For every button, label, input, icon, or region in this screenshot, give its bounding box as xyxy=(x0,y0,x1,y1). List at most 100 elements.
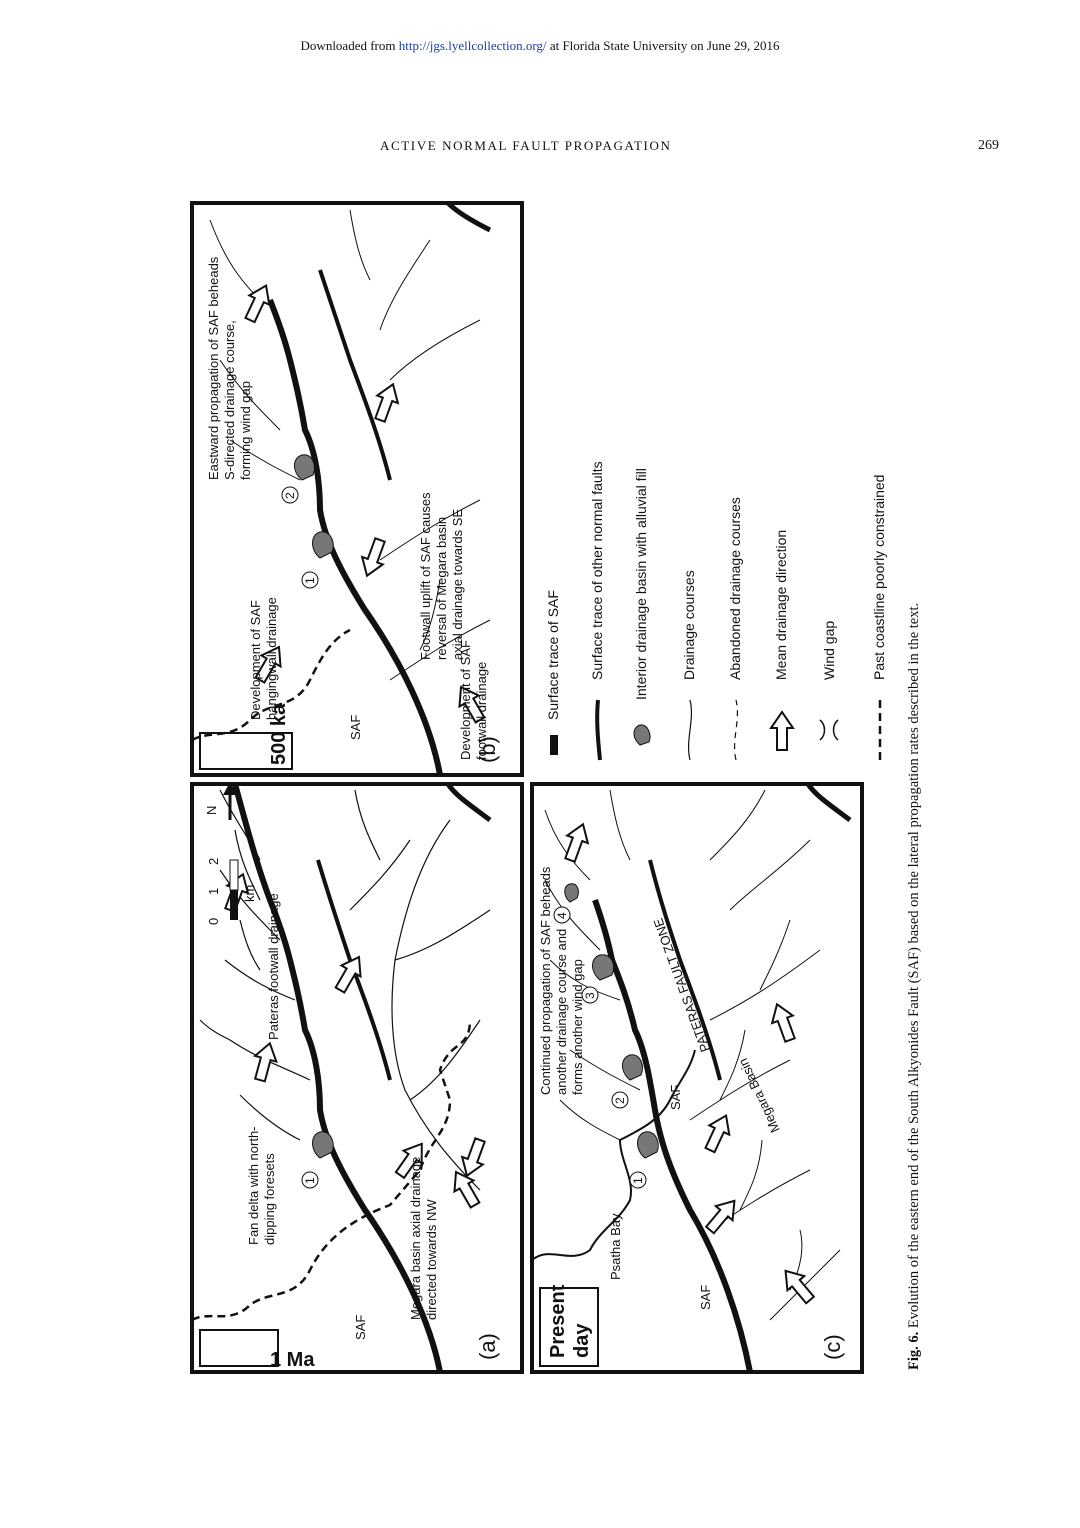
panel-a-east-fault xyxy=(445,782,492,823)
panel-b-uplift-2: reversal of Megara basin xyxy=(434,517,449,660)
panel-c-age-2: day xyxy=(571,1323,593,1358)
scale-tick-1: 1 xyxy=(206,888,221,895)
panel-b: 500 ka (b) 1 2 Development of SAF hangin… xyxy=(190,201,524,777)
panel-a-fan-delta-1: Fan delta with north- xyxy=(246,1126,261,1245)
panel-c-drainage xyxy=(544,789,841,1321)
panel-c-marker-4-label: 4 xyxy=(555,912,569,919)
panel-b-marker-2 xyxy=(281,486,299,504)
panel-c-continued-1: Continued propagation of SAF beheads xyxy=(538,866,553,1095)
panel-b-uplift-3: axial drainage towards SE xyxy=(450,509,465,660)
panel-c-marker-3 xyxy=(581,986,599,1004)
legend-item-6: Mean drainage direction xyxy=(773,530,789,680)
panel-c-psatha: Psatha Bay xyxy=(608,1213,623,1280)
caption-body: Evolution of the eastern end of the Sout… xyxy=(906,603,922,1332)
panel-c-marker-2 xyxy=(611,1091,629,1109)
panel-c-coastline xyxy=(531,1049,696,1261)
panel-c: Present day (c) 1 2 xyxy=(530,782,864,1374)
panel-c-saf-label-2: SAF xyxy=(668,1085,683,1110)
legend-swatch-saf xyxy=(550,735,558,755)
panel-c-letter: (c) xyxy=(820,1334,845,1360)
north-label: N xyxy=(204,806,219,815)
panel-b-arrow-4 xyxy=(368,379,405,425)
panel-b-age: 500 ka xyxy=(268,703,290,765)
panel-c-saf-label-1: SAF xyxy=(698,1285,713,1310)
panel-a-age: 1 Ma xyxy=(270,1349,315,1371)
download-link[interactable]: http://jgs.lyellcollection.org/ xyxy=(398,38,547,53)
panel-a-pateras-fault xyxy=(316,859,392,1081)
panel-b-arrow-3 xyxy=(355,535,392,581)
legend: Surface trace of SAF Surface trace of ot… xyxy=(545,461,887,761)
panel-a-arrow-6 xyxy=(455,1135,492,1181)
panel-c-marker-2-label: 2 xyxy=(613,1097,627,1104)
panel-b-uplift-1: Footwall uplift of SAF causes xyxy=(418,492,433,660)
panel-c-pateras-fault xyxy=(648,859,722,1081)
panel-a-fan-delta-2: dipping foresets xyxy=(262,1153,277,1245)
panel-a-basin-1-label: 1 xyxy=(303,1177,317,1184)
legend-item-1: Surface trace of SAF xyxy=(545,590,561,720)
legend-item-5: Abandoned drainage courses xyxy=(727,497,743,680)
running-head: ACTIVE NORMAL FAULT PROPAGATION xyxy=(380,138,672,153)
panel-a-arrow-3 xyxy=(248,1039,282,1084)
panel-b-eastward-2: S-directed drainage course, xyxy=(222,320,237,480)
figure-svg: 1 Ma (a) 1 xyxy=(190,201,922,1374)
panel-b-letter: (b) xyxy=(475,736,500,763)
panel-c-basin-2 xyxy=(622,1054,643,1081)
panel-a-frame xyxy=(190,782,524,1374)
panel-b-age-box xyxy=(199,732,293,770)
panel-b-footwall-dev-1: Development of SAF xyxy=(458,640,473,760)
panel-b-east-fault xyxy=(446,201,492,233)
caption-label: Fig. 6. xyxy=(906,1332,922,1370)
panel-c-age-box xyxy=(539,1287,599,1367)
panel-c-arrow-4 xyxy=(765,999,802,1045)
legend-swatch-wind-gap xyxy=(819,719,839,741)
panel-b-basin-1 xyxy=(312,531,334,559)
legend-item-7: Wind gap xyxy=(821,621,837,680)
panel-b-saf-label: SAF xyxy=(348,715,363,740)
panel-b-marker-2-label: 2 xyxy=(283,492,297,499)
panel-c-basin-1 xyxy=(637,1131,659,1159)
panel-b-saf-trace xyxy=(267,298,443,776)
panel-b-eastward-3: forming wind gap xyxy=(238,381,253,480)
legend-item-8: Past coastline poorly constrained xyxy=(871,475,887,680)
panel-b-hangingwall-2: hangingwall drainage xyxy=(264,597,279,720)
legend-item-4: Drainage courses xyxy=(681,570,697,680)
panel-c-east-fault xyxy=(805,782,852,823)
scale-tick-2: 2 xyxy=(206,858,221,865)
panel-a-megara-2: directed towards NW xyxy=(424,1199,439,1320)
panel-b-pateras-fault xyxy=(318,269,392,481)
panel-a-age-box xyxy=(199,1329,279,1367)
legend-swatch-other xyxy=(595,699,602,761)
panel-c-marker-1-label: 1 xyxy=(631,1177,645,1184)
panel-a-saf-label: SAF xyxy=(353,1315,368,1340)
panel-a-scale-bar: 0 1 2 km xyxy=(206,858,257,925)
panel-c-marker-3-label: 3 xyxy=(583,992,597,999)
download-prefix: Downloaded from xyxy=(300,38,399,53)
panel-c-basin-3 xyxy=(592,954,614,981)
legend-item-3: Interior drainage basin with alluvial fi… xyxy=(633,468,649,700)
panel-c-arrow-5 xyxy=(558,819,595,865)
panel-a-drainage xyxy=(199,789,491,1191)
panel-b-marker-1-label: 1 xyxy=(303,577,317,584)
legend-swatch-basin xyxy=(633,724,651,746)
panel-b-coastline xyxy=(191,628,351,742)
panel-c-arrow-3 xyxy=(699,1109,738,1156)
panel-c-arrow-2 xyxy=(700,1192,744,1239)
panel-c-age-1: Present xyxy=(547,1284,569,1358)
panel-b-frame xyxy=(190,201,524,777)
panel-a-saf-trace xyxy=(232,783,443,1373)
page-number: 269 xyxy=(978,138,999,153)
download-notice: Downloaded from http://jgs.lyellcollecti… xyxy=(0,38,1080,54)
panel-c-basin-4 xyxy=(564,883,579,903)
panel-a: 1 Ma (a) 1 xyxy=(190,782,524,1374)
legend-item-2: Surface trace of other normal faults xyxy=(589,461,605,680)
panel-b-basin-2 xyxy=(294,454,315,481)
panel-c-marker-4 xyxy=(553,906,571,924)
panel-c-frame xyxy=(530,782,864,1374)
figure-6: 1 Ma (a) 1 xyxy=(150,185,930,1380)
panel-a-letter: (a) xyxy=(475,1333,500,1360)
rotated-figure: 1 Ma (a) 1 xyxy=(150,200,930,1380)
panel-a-basin-1 xyxy=(312,1131,334,1159)
panel-a-pateras: Pateras footwall drainage xyxy=(266,893,281,1040)
panel-c-pateras-zone: PATERAS FAULT ZONE xyxy=(650,916,713,1054)
panel-a-megara-1: Megara basin axial drainage xyxy=(408,1157,423,1320)
